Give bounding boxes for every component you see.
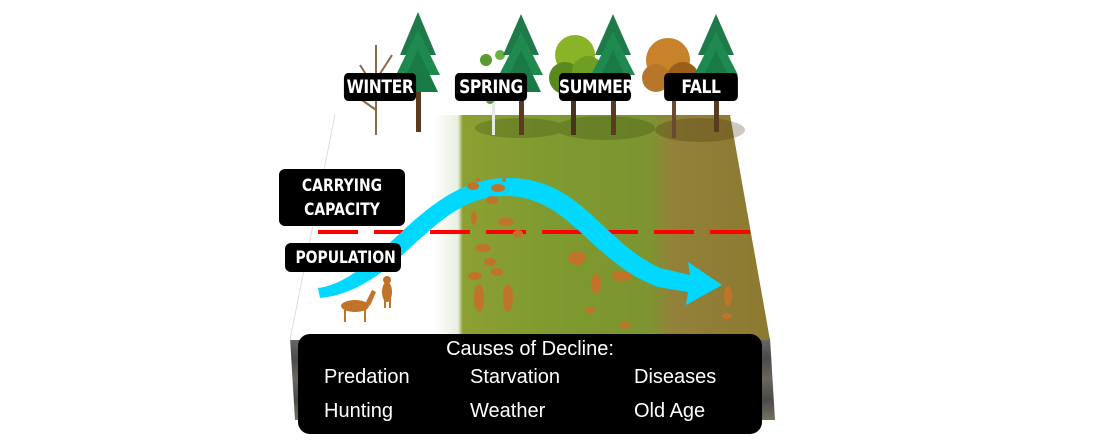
deer-icon — [498, 218, 514, 226]
deer-icon — [491, 268, 503, 276]
cause-weather: Weather — [470, 400, 546, 422]
causes-of-decline-panel: Causes of Decline: Predation Starvation … — [298, 334, 762, 434]
deer-icon — [612, 271, 632, 281]
deer-icon — [585, 307, 595, 313]
deer-icon — [475, 244, 491, 252]
cause-diseases: Diseases — [634, 366, 717, 388]
cause-predation: Predation — [324, 366, 410, 388]
deer-icon — [467, 178, 480, 190]
population-curve-arrow — [318, 177, 722, 305]
deer-icon — [591, 274, 601, 294]
pine-tree-icon — [396, 12, 440, 132]
deer-icon — [513, 230, 523, 238]
deer-icon — [382, 276, 392, 308]
deer-icon — [491, 178, 506, 192]
season-label-winter: WINTER — [343, 73, 417, 101]
carrying-capacity-label: CARRYING CAPACITY — [279, 169, 405, 226]
deer-icon — [568, 251, 586, 265]
cause-old-age: Old Age — [634, 400, 706, 422]
deer-icon — [474, 284, 484, 312]
deer-icon — [471, 211, 477, 225]
carrying-capacity-label-line2: CAPACITY — [304, 199, 380, 220]
deer-icon — [468, 272, 482, 280]
deer-icon — [484, 258, 496, 266]
deer-icon — [341, 290, 376, 322]
deer-icon — [722, 313, 732, 319]
cause-hunting: Hunting — [324, 400, 393, 422]
deer-herd-icon — [341, 178, 732, 328]
population-label: POPULATION — [285, 243, 401, 272]
cause-starvation: Starvation — [470, 366, 561, 388]
season-label-fall: FALL — [664, 73, 738, 101]
population-label-text: POPULATION — [295, 247, 396, 268]
deer-icon — [724, 286, 732, 306]
deer-icon — [486, 196, 498, 204]
carrying-capacity-label-line1: CARRYING — [301, 175, 383, 196]
deer-icon — [619, 322, 631, 328]
season-label-spring: SPRING — [454, 73, 528, 101]
deer-icon — [503, 284, 513, 312]
season-label-summer: SUMMER — [558, 73, 634, 101]
causes-title: Causes of Decline: — [446, 338, 614, 360]
